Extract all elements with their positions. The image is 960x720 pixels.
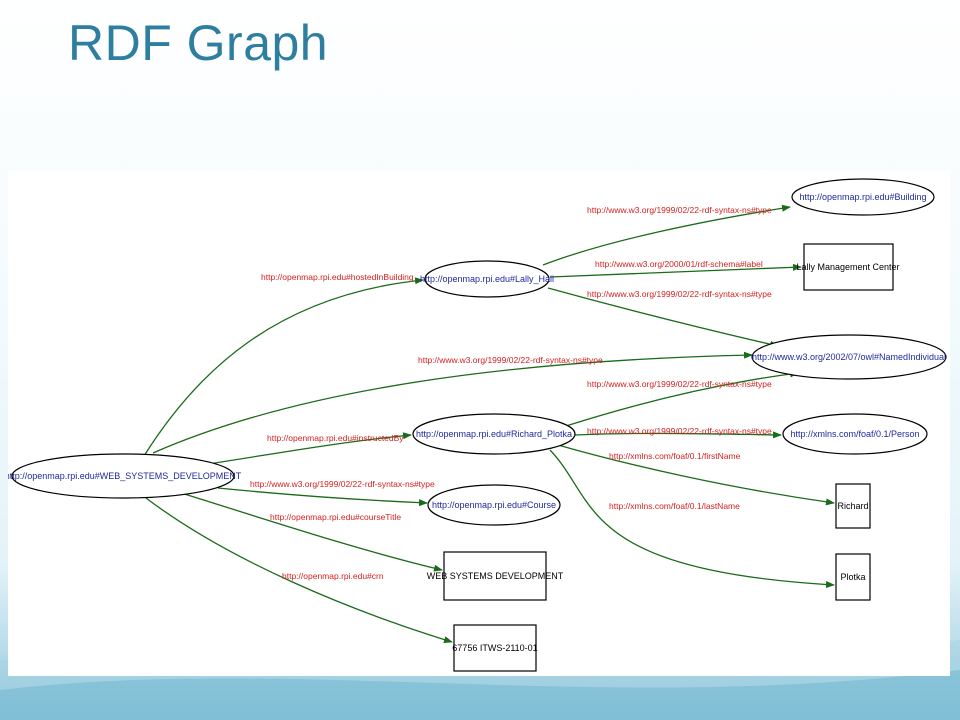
node-course-class-label: http://openmap.rpi.edu#Course (432, 500, 556, 510)
node-crn-text: 67756 ITWS-2110-01 (452, 643, 537, 653)
node-crn: 67756 ITWS-2110-01 (452, 624, 538, 672)
edge-label-first-name: http://xmlns.com/foaf/0.1/firstName (609, 451, 741, 461)
edge-label-lally-type-named: http://www.w3.org/1999/02/22-rdf-syntax-… (587, 289, 772, 299)
node-richard: Richard (835, 483, 871, 529)
node-building-label: http://openmap.rpi.edu#Building (799, 192, 926, 202)
node-lally-label-text: Lally Management Center (796, 262, 899, 272)
node-richard-text: Richard (837, 501, 868, 511)
node-course-title-text: WEB SYSTEMS DEVELOPMENT (427, 571, 564, 581)
edge-first-name (557, 444, 835, 506)
edge-richard-type-named (565, 370, 799, 427)
edge-label-course-type-course: http://www.w3.org/1999/02/22-rdf-syntax-… (250, 479, 435, 489)
node-course-uri: http://openmap.rpi.edu#WEB_SYSTEMS_DEVEL… (8, 453, 242, 499)
rdf-graph-panel: http://openmap.rpi.edu#hostedInBuilding … (8, 170, 950, 676)
node-lally-label: Lally Management Center (796, 243, 900, 291)
node-person-label: http://xmlns.com/foaf/0.1/Person (790, 429, 919, 439)
node-plotka: Plotka (835, 553, 871, 601)
edge-hosted-in-building (143, 277, 424, 457)
edge-course-type-named (152, 351, 753, 454)
node-lally-hall-label: http://openmap.rpi.edu#Lally_Hall (420, 274, 554, 284)
edge-instructed-by (207, 432, 412, 465)
node-named-individual-label: http://www.w3.org/2002/07/owl#NamedIndiv… (752, 352, 946, 362)
edge-label-richard-type-person: http://www.w3.org/1999/02/22-rdf-syntax-… (587, 426, 772, 436)
edge-label-lally-label: http://www.w3.org/2000/01/rdf-schema#lab… (595, 259, 763, 269)
node-course-uri-label: http://openmap.rpi.edu#WEB_SYSTEMS_DEVEL… (8, 471, 242, 481)
edge-label-lally-type-building: http://www.w3.org/1999/02/22-rdf-syntax-… (587, 205, 772, 215)
node-richard-plotka: http://openmap.rpi.edu#Richard_Plotka (412, 413, 576, 455)
slide-title: RDF Graph (68, 15, 329, 71)
edge-crn (145, 497, 453, 643)
edge-richard-type-person (573, 431, 782, 439)
edge-course-type-course (217, 487, 428, 507)
edge-label-richard-type-named: http://www.w3.org/1999/02/22-rdf-syntax-… (587, 379, 772, 389)
edge-lally-label (549, 263, 802, 278)
edge-label-instructed-by: http://openmap.rpi.edu#instructedBy (267, 433, 404, 443)
edge-label-last-name: http://xmlns.com/foaf/0.1/lastName (609, 501, 740, 511)
rdf-graph: http://openmap.rpi.edu#hostedInBuilding … (8, 178, 947, 672)
edge-last-name (549, 449, 835, 589)
edge-lally-type-building (542, 204, 791, 266)
edge-label-course-type-named: http://www.w3.org/1999/02/22-rdf-syntax-… (418, 355, 603, 365)
edge-lally-type-named (547, 287, 779, 348)
node-plotka-text: Plotka (840, 572, 865, 582)
edge-label-course-title: http://openmap.rpi.edu#courseTitle (270, 512, 401, 522)
node-lally-hall: http://openmap.rpi.edu#Lally_Hall (420, 260, 554, 298)
edge-label-hosted-in-building: http://openmap.rpi.edu#hostedInBuilding (261, 272, 414, 282)
edge-label-crn: http://openmap.rpi.edu#crn (282, 571, 384, 581)
node-person: http://xmlns.com/foaf/0.1/Person (782, 413, 928, 455)
node-course-class: http://openmap.rpi.edu#Course (427, 484, 561, 526)
node-named-individual: http://www.w3.org/2002/07/owl#NamedIndiv… (751, 334, 947, 380)
node-building: http://openmap.rpi.edu#Building (791, 178, 935, 216)
edge-course-title (177, 491, 443, 572)
node-richard-plotka-label: http://openmap.rpi.edu#Richard_Plotka (416, 429, 572, 439)
node-course-title: WEB SYSTEMS DEVELOPMENT (427, 551, 564, 601)
